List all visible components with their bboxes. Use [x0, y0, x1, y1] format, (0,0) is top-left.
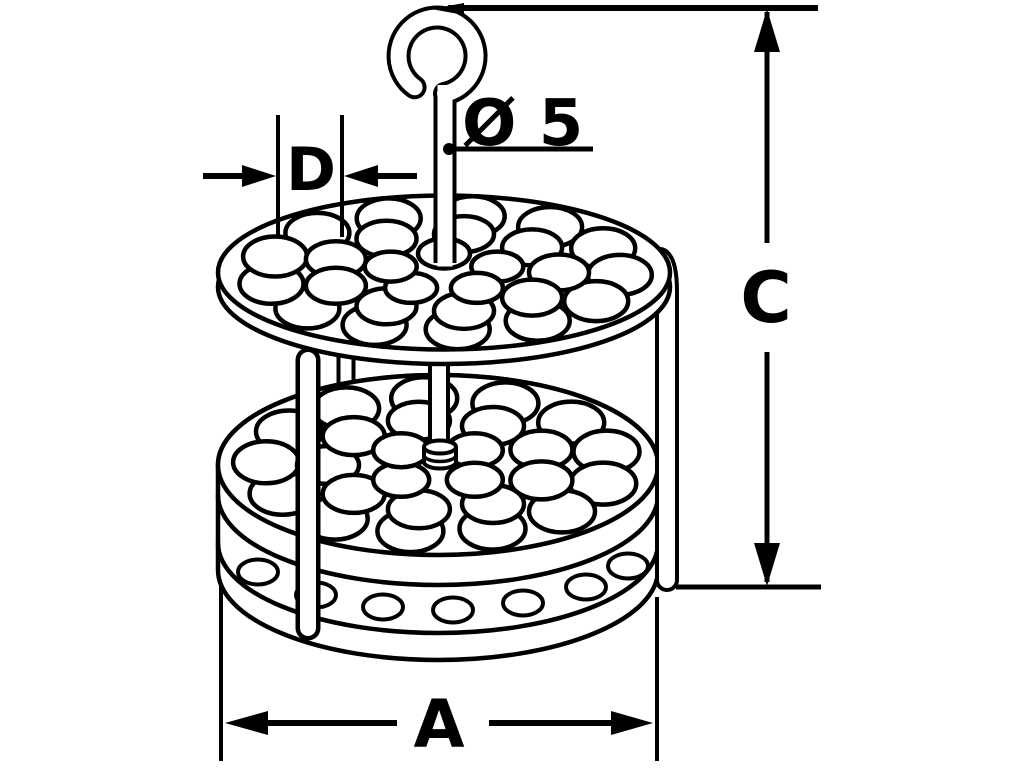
tube-hole [448, 270, 506, 306]
side-vent-hole [236, 557, 280, 587]
lower-plate [215, 372, 661, 663]
tube-hole [499, 277, 565, 318]
d-arrowhead-left [242, 165, 276, 187]
hanging-hook [386, 5, 488, 267]
a-label: A [413, 686, 464, 763]
dimension-c: C [431, 3, 821, 590]
a-arrowhead-left [225, 711, 268, 735]
c-label: C [740, 257, 791, 339]
rod-nut [422, 438, 458, 471]
side-vent-hole [564, 572, 608, 602]
side-vent-hole [501, 588, 545, 618]
a-arrowhead-right [611, 711, 653, 735]
tube-hole [561, 278, 631, 324]
tube-hole [240, 234, 310, 279]
side-vent-hole [431, 595, 475, 625]
c-arrowhead-down [754, 543, 780, 586]
diameter-label: Ø 5 [462, 87, 583, 161]
d-arrowhead-right [344, 165, 378, 187]
side-vent-hole [606, 551, 650, 581]
tube-hole [508, 459, 575, 502]
d-label: D [286, 135, 336, 205]
tube-hole [362, 249, 419, 284]
dimension-diameter: Ø 5 [443, 87, 593, 161]
top-plate [215, 193, 673, 367]
side-vent-hole [361, 592, 405, 622]
center-rod-lower [422, 346, 458, 471]
tube-hole [303, 265, 369, 307]
tube-hole [370, 430, 432, 470]
tube-hole [444, 460, 506, 500]
dimension-a: A [219, 584, 659, 763]
c-arrowhead-up [754, 9, 780, 52]
diameter-leader-dot [443, 143, 455, 155]
top-plate-holes [237, 194, 655, 352]
c-extension-tick [431, 3, 464, 15]
dimension-d: D [203, 115, 417, 237]
tube-hole [230, 439, 302, 486]
